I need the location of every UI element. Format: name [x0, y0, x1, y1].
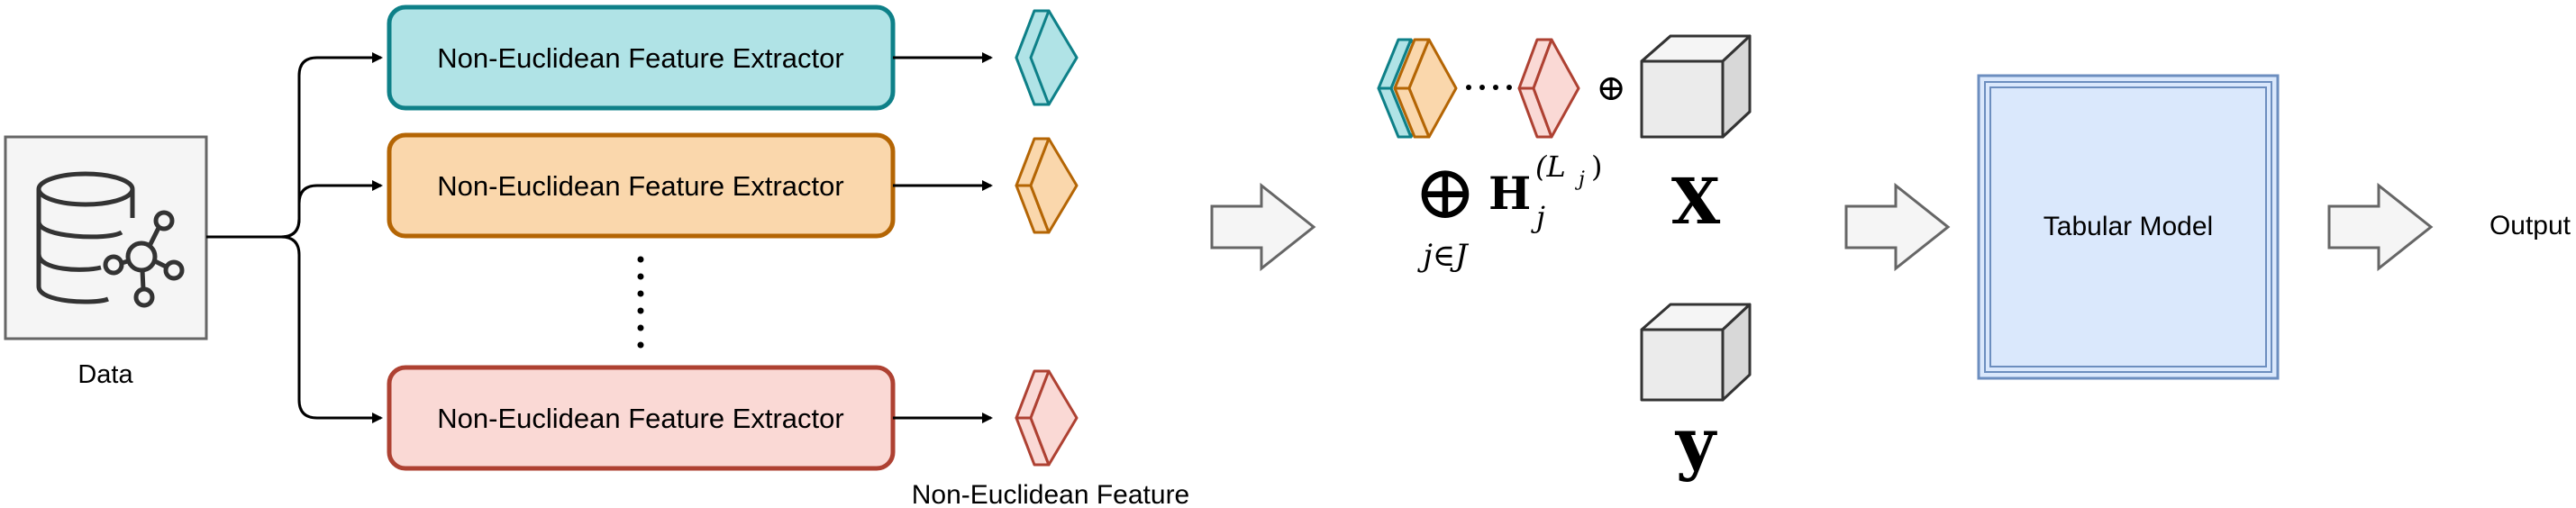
- output-label: Output: [2490, 211, 2571, 240]
- data-label: Data: [77, 360, 133, 389]
- j-in-J: j∈J: [1416, 238, 1470, 274]
- feature-stack: [1377, 38, 1580, 139]
- feature-label: Non-Euclidean Feature: [912, 480, 1190, 508]
- block-arrow-1: [1210, 182, 1316, 272]
- feature-cube-red: [1015, 369, 1079, 467]
- H-superscript-close: ): [1591, 150, 1602, 184]
- horizontal-ellipsis: [1466, 85, 1512, 90]
- vertical-ellipsis: [637, 256, 644, 349]
- tabular-model-box: [1977, 74, 2280, 380]
- y-symbol: y: [1675, 403, 1717, 483]
- extractor-label-3: Non-Euclidean Feature Extractor: [437, 403, 843, 434]
- extractor-label-2: Non-Euclidean Feature Extractor: [437, 170, 843, 202]
- feature-cube-orange: [1015, 137, 1079, 234]
- cube-y: [1640, 303, 1752, 402]
- block-arrow-3: [2327, 182, 2434, 272]
- cube-X: [1640, 34, 1752, 139]
- big-oplus: ⊕: [1414, 148, 1477, 236]
- feature-cube-teal: [1015, 9, 1079, 106]
- H-superscript-L: (L: [1535, 150, 1566, 184]
- extractor-box-1: Non-Euclidean Feature Extractor: [387, 5, 896, 111]
- branch-connectors: [206, 52, 383, 423]
- extractor-output-arrows: [893, 52, 993, 423]
- H-symbol: H: [1488, 167, 1531, 220]
- block-arrow-2: [1844, 182, 1951, 272]
- concat-oplus-small: ⊕: [1596, 68, 1626, 109]
- database-graph-icon: [36, 171, 185, 308]
- tabular-model-label: Tabular Model: [2044, 212, 2213, 241]
- H-superscript-L-sub: j: [1574, 168, 1585, 191]
- extractor-box-3: Non-Euclidean Feature Extractor: [387, 365, 896, 471]
- extractor-label-1: Non-Euclidean Feature Extractor: [437, 42, 843, 74]
- extractor-box-2: Non-Euclidean Feature Extractor: [387, 132, 896, 239]
- concat-formula: ⊕ H j (L j ) j∈J: [1414, 148, 1603, 274]
- X-symbol: X: [1671, 164, 1721, 239]
- H-subscript-j: j: [1531, 200, 1545, 234]
